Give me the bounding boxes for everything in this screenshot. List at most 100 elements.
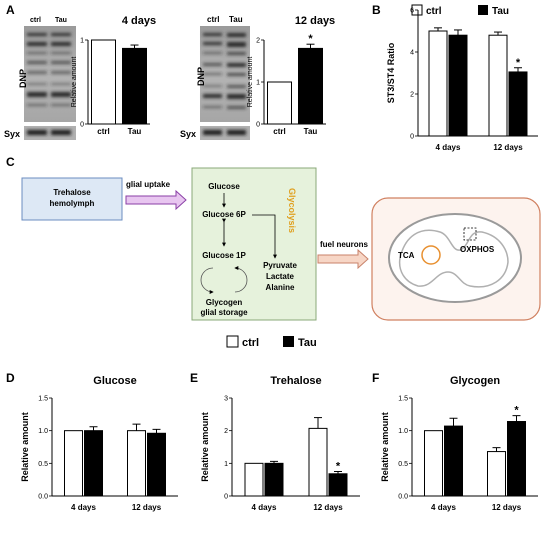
chart-e-significance-marker: * — [336, 461, 341, 473]
tca-cycle-icon — [421, 245, 441, 265]
glycogen-line1: Glycogen — [206, 298, 243, 307]
chart-f-bar — [424, 430, 443, 497]
glycogen-cycle-right — [234, 266, 248, 293]
chart-a2-bar — [298, 47, 323, 125]
glial-uptake-arrow — [125, 189, 187, 211]
chart-b-bar — [508, 71, 528, 137]
chart-a1-ylabel: Relative amount — [71, 57, 78, 108]
chart-b-ytick-label: 2 — [410, 92, 414, 99]
chart-e-ylabel: Relative amount — [200, 412, 210, 482]
chart-f-significance-marker: * — [514, 405, 519, 417]
blot2-syx-label: Syx — [180, 129, 196, 139]
chart-e-bar — [244, 462, 264, 497]
panel-letter-f: F — [372, 371, 379, 385]
glycogen-line2: glial storage — [200, 308, 248, 317]
legend-mid-ctrl: ctrl — [242, 337, 259, 349]
chart-e-bar — [328, 473, 348, 497]
chart-b-bar — [488, 34, 508, 137]
chart-e-bar — [308, 427, 328, 497]
chart-a2-title: 12 days — [295, 15, 335, 27]
chart-a1-ytick-label: 0 — [80, 122, 84, 129]
chart-b-ylabel: ST3/ST4 Ratio — [386, 42, 396, 103]
chart-f-bar — [444, 425, 463, 497]
chart-f-category-label: 4 days — [431, 503, 456, 512]
panel-letter-d: D — [6, 371, 15, 385]
chart-b-significance-marker: * — [516, 57, 521, 69]
chart-d-ylabel: Relative amount — [20, 412, 30, 482]
chart-b-bar — [428, 30, 448, 137]
panel-letter-c: C — [6, 155, 15, 169]
chart-d-ytick-label: 1.0 — [38, 428, 48, 435]
blot1-label-ctrl: ctrl — [30, 17, 41, 24]
glucose-node: Glucose — [208, 182, 240, 191]
panel-letter-e: E — [190, 371, 198, 385]
blot1-label-tau: Tau — [55, 17, 67, 24]
panel-letter-b: B — [372, 3, 381, 17]
hemolymph-line2: hemolymph — [50, 199, 95, 208]
alanine-node: Alanine — [266, 283, 295, 292]
chart-b-category-label: 4 days — [436, 143, 461, 152]
chart-d-bar — [147, 432, 166, 497]
glucose6p-node: Glucose 6P — [202, 210, 246, 219]
hemolymph-box — [21, 177, 123, 221]
legend-mid-tau: Tau — [298, 337, 317, 349]
chart-e-ytick-label: 0 — [224, 494, 228, 501]
panel-letter-a: A — [6, 3, 15, 17]
mitochondrion-outer — [388, 213, 522, 303]
chart-a1-category-label: ctrl — [97, 127, 109, 136]
chart-f-ytick-label: 0.0 — [398, 494, 408, 501]
chart-e-ytick-label: 3 — [224, 396, 228, 403]
tca-label: TCA — [398, 251, 415, 260]
chart-a1-title: 4 days — [122, 15, 156, 27]
legend-top-tau: Tau — [492, 6, 509, 17]
chart-f-ylabel: Relative amount — [380, 412, 390, 482]
metabolism-diagram: Trehalose hemolymph glial uptake Glucose… — [21, 167, 541, 321]
chart-b-bar — [448, 34, 468, 137]
chart-e-ytick-label: 2 — [224, 428, 228, 435]
blot2-label-ctrl: ctrl — [207, 15, 219, 24]
glucose1p-node: Glucose 1P — [202, 251, 246, 260]
chart-a2-ytick-label: 1 — [256, 80, 260, 87]
chart-f-bar — [487, 451, 506, 497]
chart-f-category-label: 12 days — [492, 503, 522, 512]
western-blot-1: ctrl Tau DNP Syx — [4, 17, 76, 140]
blot2-dnp-label: DNP — [196, 67, 206, 86]
chart-d-category-label: 12 days — [132, 503, 162, 512]
legend-middle: ctrl Tau — [226, 335, 317, 349]
blot1-dnp-label: DNP — [18, 69, 28, 88]
chart-e-title: Trehalose — [270, 375, 321, 387]
chart-d-ytick-label: 1.5 — [38, 396, 48, 403]
chart-b-ytick-label: 6 — [410, 8, 414, 15]
blot1-syx-label: Syx — [4, 129, 20, 139]
glia-box — [191, 167, 317, 321]
mitochondrion-cristae — [398, 229, 509, 288]
legend-top-ctrl: ctrl — [426, 6, 442, 17]
chart-f-ytick-label: 1.5 — [398, 396, 408, 403]
chart-d-title: Glucose — [93, 375, 136, 387]
chart-a1-bar — [91, 39, 116, 125]
legend-top: ctrl Tau — [411, 4, 509, 17]
chart-a2-significance-marker: * — [308, 33, 313, 45]
fuel-neurons-label: fuel neurons — [320, 240, 369, 249]
fuel-neurons-arrow — [317, 248, 369, 270]
chart-a2-category-label: ctrl — [273, 127, 285, 136]
chart-b-ytick-label: 0 — [410, 134, 414, 141]
glial-uptake-label: glial uptake — [126, 180, 171, 189]
chart-d-ytick-label: 0.0 — [38, 494, 48, 501]
chart-f-ytick-label: 1.0 — [398, 428, 408, 435]
chart-a2-ytick-label: 0 — [256, 122, 260, 129]
chart-a2-ylabel: Relative amount — [247, 57, 254, 108]
blot2-label-tau: Tau — [229, 15, 243, 24]
chart-f-title: Glycogen — [450, 375, 500, 387]
oxphos-complex-icon — [463, 227, 477, 241]
chart-e-category-label: 12 days — [313, 503, 343, 512]
western-blot-2: ctrl Tau DNP Syx — [180, 15, 250, 140]
chart-e-bar — [264, 462, 284, 497]
hemolymph-line1: Trehalose — [53, 188, 91, 197]
chart-a2-ytick-label: 2 — [256, 38, 260, 45]
chart-d-bar — [64, 430, 83, 497]
pyruvate-node: Pyruvate — [263, 261, 297, 270]
chart-b-category-label: 12 days — [493, 143, 523, 152]
